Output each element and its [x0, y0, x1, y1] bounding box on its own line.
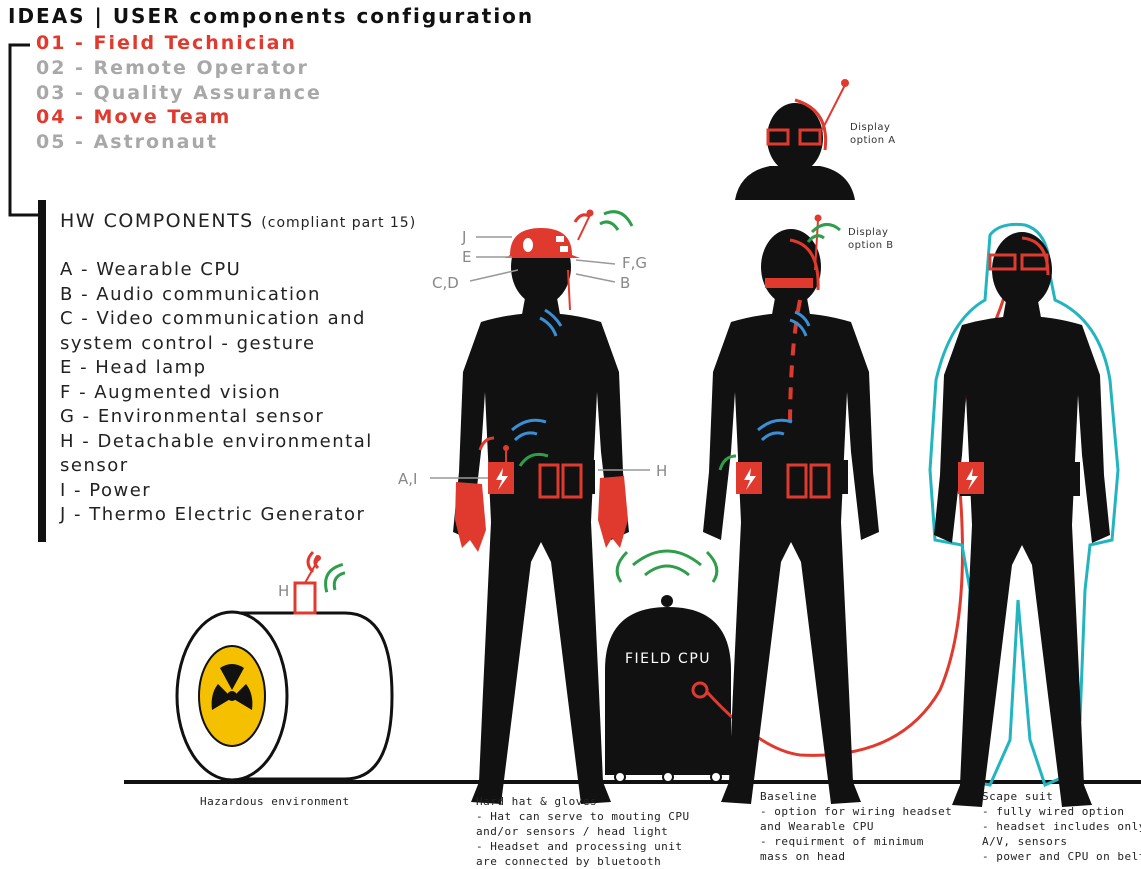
- display-b-label-1: Display: [848, 227, 888, 238]
- display-b-label-2: option B: [848, 240, 894, 251]
- caption-hard-hat-gloves: Hard hat & gloves - Hat can serve to mou…: [476, 794, 690, 869]
- config-bracket: [10, 45, 40, 215]
- label-fg: F,G: [622, 254, 647, 272]
- label-b: B: [620, 274, 630, 292]
- person-scape-suit: [930, 224, 1118, 807]
- hw-bar: [38, 200, 46, 542]
- label-ai: A,I: [398, 470, 417, 488]
- label-h-belt: H: [656, 462, 667, 480]
- display-a-label-2: option A: [850, 135, 896, 146]
- field-cpu-label: FIELD CPU: [625, 651, 711, 667]
- display-a-label-1: Display: [850, 122, 890, 133]
- label-e: E: [462, 248, 471, 266]
- label-h-env: H: [278, 582, 289, 600]
- caption-scape-suit: Scape suit - fully wired option - headse…: [982, 789, 1141, 864]
- label-cd: C,D: [432, 274, 459, 292]
- caption-baseline: Baseline - option for wiring headset and…: [760, 789, 952, 864]
- caption-hazardous-environment: Hazardous environment: [200, 794, 350, 809]
- label-j: J: [461, 228, 466, 246]
- display-option-a-bust: [735, 79, 855, 200]
